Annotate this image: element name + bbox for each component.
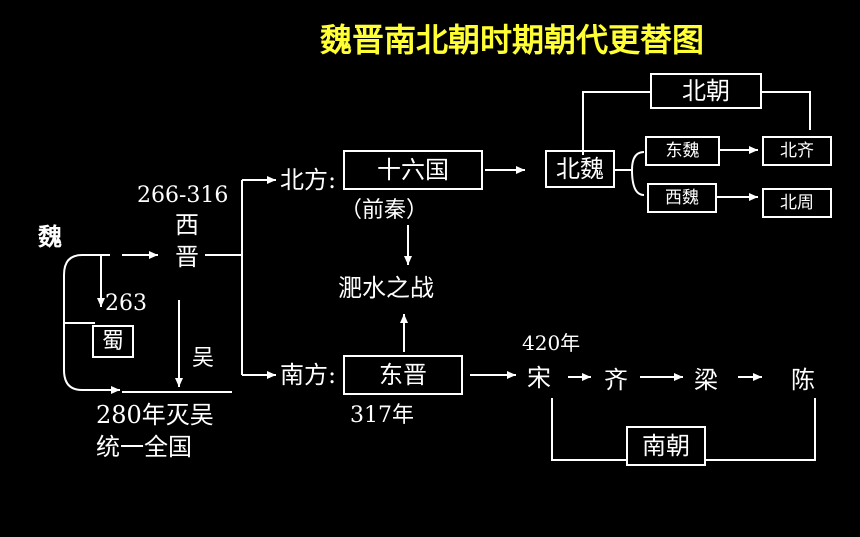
northern-dynasties-label: 北朝	[682, 77, 730, 105]
shu-label: 蜀	[101, 328, 124, 354]
northern-qi-box: 北齐	[762, 136, 832, 166]
qianqin-label: （前秦）	[340, 198, 429, 223]
chen-label: 陈	[791, 366, 815, 394]
northern-zhou-label: 北周	[780, 192, 814, 213]
eastern-wei-box: 东魏	[645, 136, 720, 166]
year-420: 420年	[522, 331, 581, 355]
wu-label: 吴	[192, 346, 215, 371]
jin-label: 晋	[175, 243, 199, 271]
northern-wei-label: 北魏	[556, 155, 604, 183]
northern-dynasties-box: 北朝	[650, 73, 762, 109]
unify-line1: 280年灭吴	[96, 401, 214, 429]
liang-label: 梁	[694, 366, 718, 394]
eastern-wei-label: 东魏	[665, 140, 700, 161]
jin-years: 266-316	[137, 183, 229, 208]
shu-box: 蜀	[92, 325, 134, 358]
eastern-jin-box: 东晋	[343, 355, 463, 395]
southern-dynasties-box: 南朝	[626, 426, 706, 466]
xi-label: 西	[175, 211, 199, 239]
north-label: 北方:	[280, 166, 337, 194]
northern-zhou-box: 北周	[762, 188, 832, 218]
song-label: 宋	[527, 364, 551, 392]
eastern-jin-label: 东晋	[379, 361, 427, 389]
sixteen-kingdoms-label: 十六国	[377, 156, 449, 184]
western-wei-box: 西魏	[647, 183, 717, 213]
sixteen-kingdoms-box: 十六国	[343, 150, 483, 190]
western-wei-label: 西魏	[665, 187, 699, 208]
wei-label: 魏	[38, 222, 62, 251]
year-263: 263	[105, 291, 147, 316]
northern-qi-label: 北齐	[780, 140, 814, 161]
page-title: 魏晋南北朝时期朝代更替图	[320, 21, 705, 59]
northern-wei-box: 北魏	[545, 150, 615, 188]
battle-label: 淝水之战	[338, 274, 434, 302]
southern-dynasties-label: 南朝	[642, 432, 690, 460]
qi-label: 齐	[604, 366, 628, 394]
unify-line2: 统一全国	[96, 433, 192, 461]
south-label: 南方:	[280, 361, 337, 389]
year-317: 317年	[350, 403, 414, 428]
